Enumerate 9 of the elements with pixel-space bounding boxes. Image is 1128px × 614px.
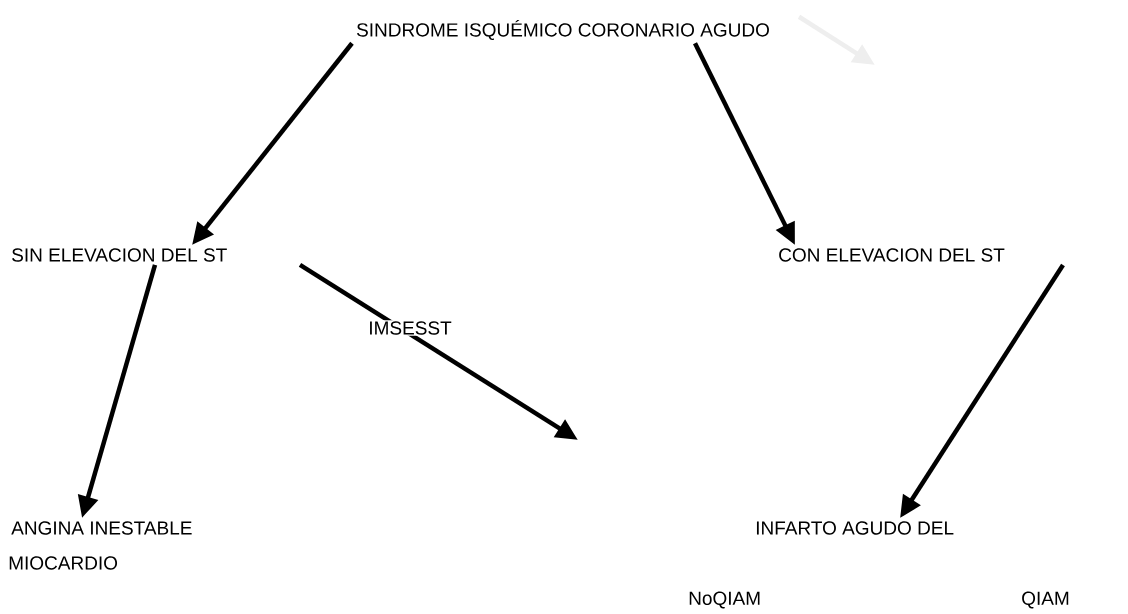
node-text: SINDROME ISQUÉMICO CORONARIO AGUDO — [356, 20, 769, 41]
node-text: ANGINA INESTABLE — [11, 521, 192, 535]
node-text: SIN ELEVACION DEL ST — [12, 248, 227, 262]
edge-label: IMSESST — [367, 320, 453, 336]
node-text: INFARTO AGUDO DEL — [756, 521, 954, 535]
label-text: NoQIAM — [689, 591, 760, 609]
label-text: QIAM — [1022, 591, 1069, 609]
label-text: MIOCARDIO — [9, 556, 118, 570]
node-text: CON ELEVACION DEL ST — [779, 248, 1005, 262]
